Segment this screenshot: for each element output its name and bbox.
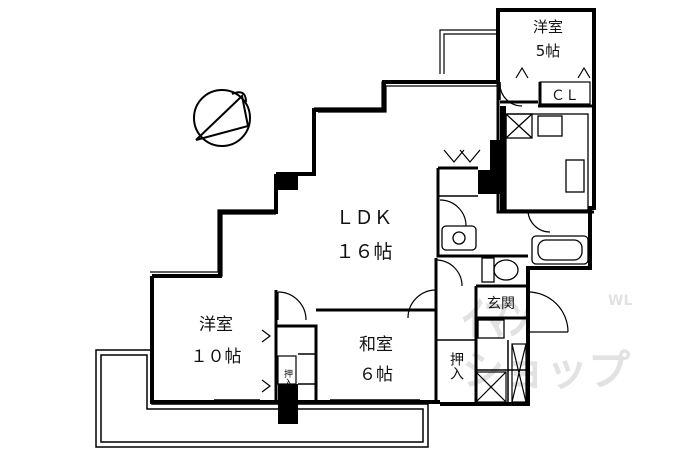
- thin-partitions: [214, 82, 528, 404]
- fixtures: [441, 113, 589, 339]
- room-labels: 洋室 5帖 ＣＬ ＬＤＫ １６帖 洋室 １０帖 和室 ６帖 玄関 押入 押入: [191, 18, 580, 387]
- ldk-name: ＬＤＫ: [335, 207, 392, 229]
- western-large-name: 洋室: [199, 315, 233, 335]
- japanese-name: 和室: [359, 335, 393, 355]
- western-large-size: １０帖: [191, 347, 242, 367]
- closet-details: [261, 66, 591, 403]
- oshiire-small-label: 押入: [282, 368, 293, 387]
- ldk-size: １６帖: [335, 241, 392, 263]
- closet-label: ＣＬ: [551, 88, 579, 104]
- japanese-size: ６帖: [359, 365, 393, 385]
- exterior-walls: [150, 8, 596, 406]
- western-small-size: 5帖: [536, 42, 561, 60]
- watermark-corner: WL: [608, 293, 632, 309]
- wall-blocks: [276, 106, 506, 424]
- door-swings: [277, 83, 569, 333]
- oshiire-right-label: 押入: [448, 352, 464, 380]
- north-arrow-icon: [193, 89, 251, 147]
- western-small-name: 洋室: [533, 18, 563, 36]
- entrance-label: 玄関: [487, 295, 515, 312]
